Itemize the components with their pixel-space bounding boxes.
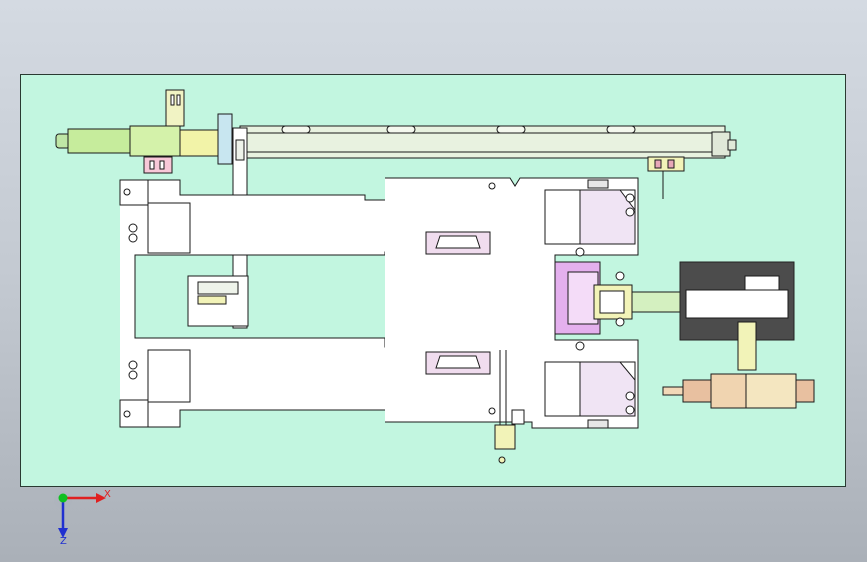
mount-screws	[128, 193, 635, 415]
right-actuator-module[interactable]	[662, 261, 815, 409]
coordinate-triad: X Z	[54, 489, 111, 546]
z-axis-label: Z	[60, 536, 67, 546]
guide-block-top[interactable]	[425, 231, 491, 255]
rod-sensor-right[interactable]	[647, 156, 685, 199]
lower-sensor-bracket[interactable]	[494, 350, 525, 464]
rod-cylinder-left[interactable]	[55, 89, 233, 174]
x-axis-label: X	[104, 489, 111, 500]
gripper-clamp[interactable]	[554, 261, 681, 335]
guide-block-bottom[interactable]	[425, 351, 491, 375]
y-axis-dot	[58, 493, 68, 503]
guide-rail-rod[interactable]	[239, 125, 737, 159]
main-base-left[interactable]	[119, 179, 416, 428]
x-axis-arrowhead	[96, 493, 106, 503]
z-axis-arrowhead	[58, 528, 68, 538]
